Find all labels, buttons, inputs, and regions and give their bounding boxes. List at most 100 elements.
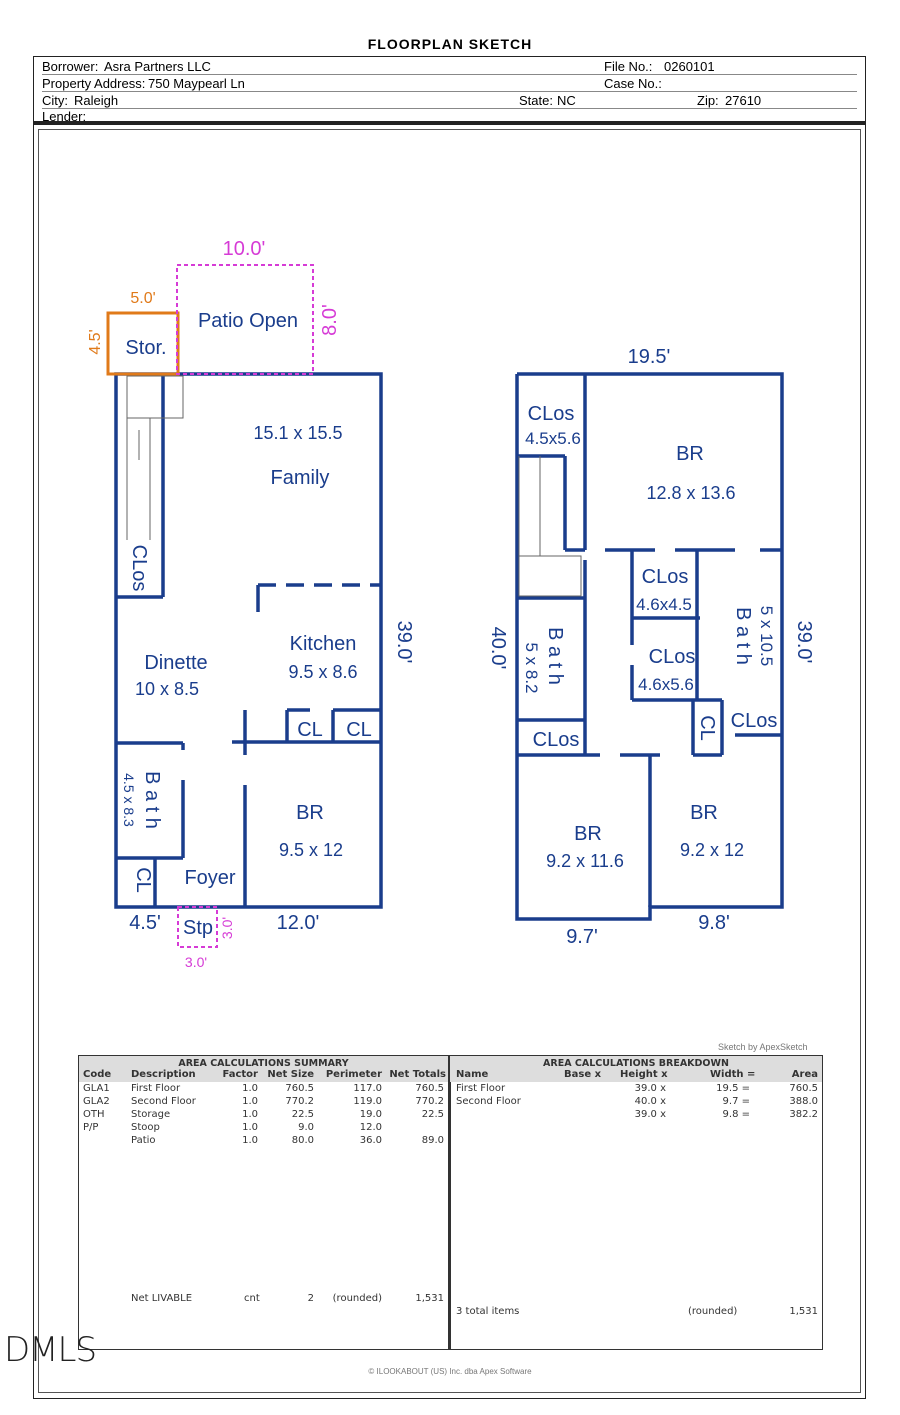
breakdown-cell: 9.7 = xyxy=(722,1096,750,1107)
floorplan-drawing: 10.0' 8.0' Patio Open 5.0' 4.5' Stor. 15… xyxy=(87,238,815,970)
breakdown-footer: 3 total items (rounded) 1,531 xyxy=(450,1306,822,1319)
clos4-label: CLos xyxy=(731,710,778,732)
kitchen-size: 9.5 x 8.6 xyxy=(288,662,357,682)
foyer-label: Foyer xyxy=(184,867,235,889)
br2-size: 9.2 x 11.6 xyxy=(546,851,624,871)
bath1-size: 5 x 10.5 xyxy=(757,606,776,667)
patio-label: Patio Open xyxy=(198,310,298,332)
file-label: File No.: xyxy=(604,59,653,74)
borrower-value: Asra Partners LLC xyxy=(104,59,211,74)
summary-cell: OTH xyxy=(83,1109,105,1120)
sketch-frame xyxy=(33,124,866,1399)
patio-outline xyxy=(176,264,314,375)
bath2-size: 5 x 8.2 xyxy=(522,642,541,693)
summary-cell: P/P xyxy=(83,1122,99,1133)
summary-header: Perimeter xyxy=(325,1069,382,1080)
summary-cell: 89.0 xyxy=(421,1135,444,1146)
br-size: 9.5 x 12 xyxy=(279,840,343,860)
second-floor-labels: 19.5' CLos 4.5x5.6 BR 12.8 x 13.6 CLos 4… xyxy=(487,346,815,948)
breakdown-cell: 39.0 x xyxy=(634,1083,666,1094)
total-items: 3 total items xyxy=(456,1306,520,1317)
summary-cell: GLA2 xyxy=(83,1096,110,1107)
cl1-label: CL xyxy=(297,719,323,741)
file-value: 0260101 xyxy=(664,59,715,74)
summary-caption: AREA CALCULATIONS SUMMARY xyxy=(178,1058,349,1069)
summary-cell: 760.5 xyxy=(415,1083,444,1094)
summary-cell: 119.0 xyxy=(353,1096,382,1107)
stoop-label: Stp xyxy=(183,917,213,939)
stor-width: 5.0' xyxy=(130,290,155,307)
zip-value: 27610 xyxy=(725,93,762,108)
patio-width: 10.0' xyxy=(223,238,266,260)
clos5-label: CLos xyxy=(533,729,580,751)
breakdown-cell: Second Floor xyxy=(456,1096,521,1107)
second-floor-walls xyxy=(515,372,784,921)
zip-label: Zip: xyxy=(697,93,719,108)
first-height: 39.0' xyxy=(393,621,415,664)
clos3-size: 4.6x5.6 xyxy=(638,675,694,694)
summary-header: Net Size xyxy=(267,1069,314,1080)
state-value: NC xyxy=(557,93,576,108)
sketch-credit: Sketch by ApexSketch xyxy=(718,1042,808,1052)
summary-header: Factor xyxy=(222,1069,258,1080)
net-livable-label: Net LIVABLE xyxy=(131,1293,193,1304)
summary-cell: 1.0 xyxy=(242,1135,258,1146)
stoop-width: 3.0' xyxy=(185,954,207,970)
cnt-label: cnt xyxy=(244,1293,260,1304)
lender-label: Lender: xyxy=(42,109,87,124)
area-summary-table: AREA CALCULATIONS SUMMARY Code Descripti… xyxy=(78,1055,451,1350)
summary-cell: 19.0 xyxy=(359,1109,382,1120)
br3-label: BR xyxy=(690,802,718,824)
cl-label: CL xyxy=(696,715,718,741)
summary-cell: 22.5 xyxy=(421,1109,444,1120)
summary-cell: 12.0 xyxy=(359,1122,382,1133)
summary-cell: 770.2 xyxy=(415,1096,444,1107)
first-floor-stairs xyxy=(126,375,184,540)
summary-cell: GLA1 xyxy=(83,1083,110,1094)
breakdown-header: Height x xyxy=(620,1069,668,1080)
kitchen-label: Kitchen xyxy=(290,633,357,655)
breakdown-cell: 9.8 = xyxy=(722,1109,750,1120)
summary-cell: First Floor xyxy=(131,1083,181,1094)
breakdown-header: Width = xyxy=(710,1069,756,1080)
br1-size: 12.8 x 13.6 xyxy=(646,483,735,503)
area-breakdown-table: AREA CALCULATIONS BREAKDOWN Name Base x … xyxy=(450,1055,823,1350)
second-bottom-left: 9.7' xyxy=(566,926,598,948)
second-top: 19.5' xyxy=(628,346,671,368)
summary-footer: Net LIVABLE cnt 2 (rounded) 1,531 xyxy=(79,1293,448,1306)
summary-header: Description xyxy=(131,1069,196,1080)
address-label: Property Address: xyxy=(42,76,146,91)
second-floor-stairs xyxy=(518,456,582,597)
page-title: FLOORPLAN SKETCH xyxy=(367,36,533,52)
br2-label: BR xyxy=(574,823,602,845)
clos2-label: CLos xyxy=(642,566,689,588)
copyright: © ILOOKABOUT (US) Inc. dba Apex Software xyxy=(368,1367,532,1376)
address-value: 750 Maypearl Ln xyxy=(148,76,245,91)
br3-size: 9.2 x 12 xyxy=(680,840,744,860)
summary-header: Code xyxy=(83,1069,112,1080)
first-bottom-left: 4.5' xyxy=(129,912,161,934)
sketch-inner-frame xyxy=(38,129,861,1393)
borrower-label: Borrower: xyxy=(42,59,99,74)
breakdown-cell: 40.0 x xyxy=(634,1096,666,1107)
state-label: State: xyxy=(519,93,553,108)
second-left-height: 40.0' xyxy=(487,627,509,670)
rounded-label: (rounded) xyxy=(688,1306,738,1317)
clos1-label: CLos xyxy=(528,403,575,425)
breakdown-header: Area xyxy=(791,1069,818,1080)
second-right-height: 39.0' xyxy=(793,621,815,664)
breakdown-header: Base x xyxy=(564,1069,602,1080)
summary-cell: 117.0 xyxy=(353,1083,382,1094)
breakdown-total: 1,531 xyxy=(789,1306,818,1317)
br-label: BR xyxy=(296,802,324,824)
summary-cell: 36.0 xyxy=(359,1135,382,1146)
storage-outline xyxy=(106,311,180,376)
breakdown-cell: 382.2 xyxy=(789,1109,818,1120)
summary-cell: Patio xyxy=(131,1135,156,1146)
